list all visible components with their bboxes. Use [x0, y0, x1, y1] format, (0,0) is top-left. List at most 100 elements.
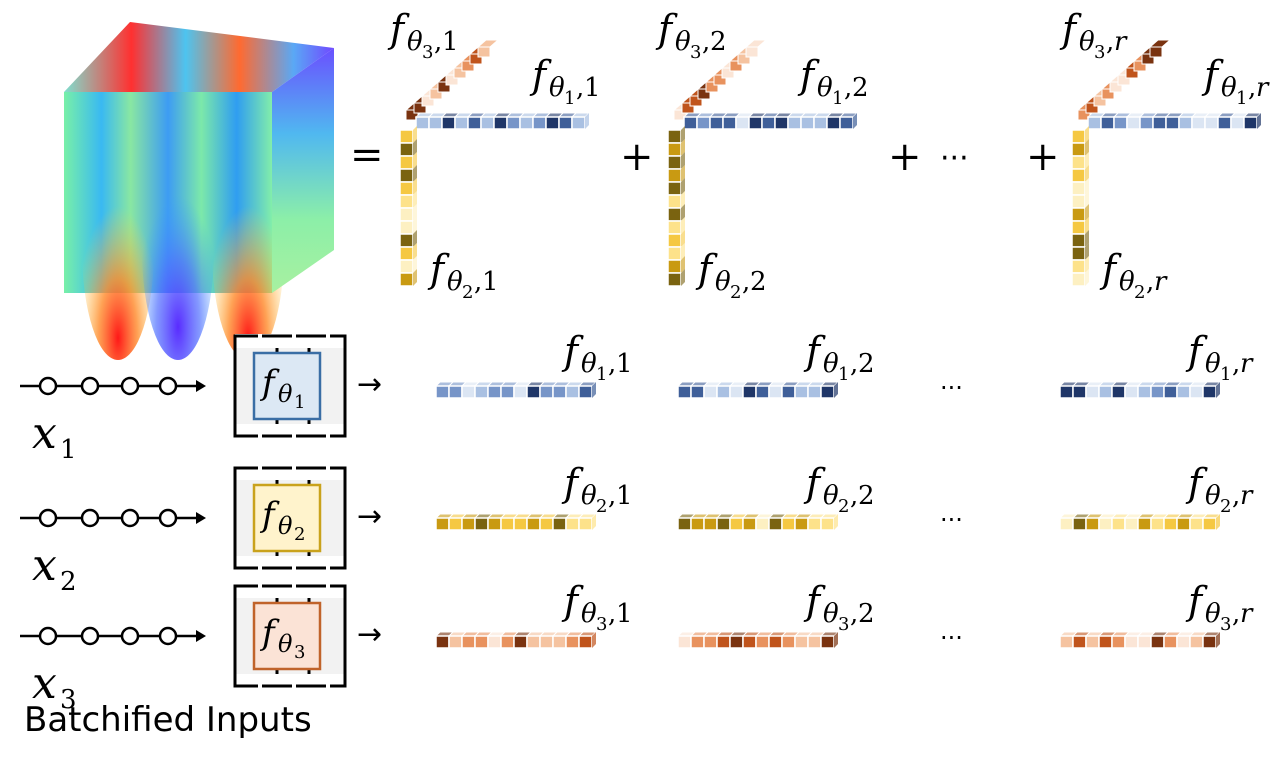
- rank-index: 2: [750, 267, 767, 297]
- rank-index: r: [1114, 27, 1128, 57]
- cell: [1137, 635, 1152, 649]
- cell: [500, 385, 515, 399]
- theta-symbol: θ: [1119, 267, 1135, 297]
- theta-symbol: θ: [581, 349, 597, 379]
- cell: [539, 635, 554, 649]
- cell: [1072, 385, 1087, 399]
- cell: [807, 635, 822, 649]
- cell: [729, 385, 744, 399]
- cell: [667, 168, 682, 183]
- theta-symbol: θ: [407, 27, 423, 57]
- cell: [1176, 385, 1191, 399]
- theta-index: 3: [690, 42, 701, 63]
- cell: [1202, 635, 1217, 649]
- cell: [487, 517, 502, 531]
- theta-symbol: θ: [817, 73, 833, 103]
- cube-side-face: [272, 48, 334, 293]
- cell: [448, 517, 463, 531]
- cell: [1178, 116, 1193, 130]
- cell: [437, 81, 451, 93]
- comma: ,: [474, 267, 482, 297]
- cell: [1071, 181, 1086, 196]
- input-node: [38, 508, 58, 528]
- cell: [435, 517, 450, 531]
- cell: [474, 635, 489, 649]
- cell: [477, 46, 491, 58]
- comma: ,: [702, 27, 710, 57]
- cell: [487, 635, 502, 649]
- cell-side: [681, 256, 685, 273]
- comma: ,: [1248, 73, 1256, 103]
- cell-side: [1085, 126, 1089, 143]
- cell: [755, 517, 770, 531]
- cell: [1059, 385, 1074, 399]
- output-vector: [1058, 513, 1222, 531]
- rank-index: r: [1256, 73, 1270, 103]
- cell: [768, 635, 783, 649]
- output-vector: [676, 513, 840, 531]
- cell: [667, 259, 682, 274]
- equals-sign: =: [350, 132, 384, 178]
- cell: [709, 116, 724, 130]
- rank-index: 1: [616, 599, 633, 629]
- rank-index: r: [1154, 267, 1168, 297]
- cell: [558, 116, 573, 130]
- cell: [461, 635, 476, 649]
- cell: [1126, 116, 1141, 130]
- rank-index: 1: [616, 481, 633, 511]
- cell-side: [413, 269, 417, 286]
- cell: [794, 385, 809, 399]
- cell: [787, 116, 802, 130]
- cell: [1071, 246, 1086, 261]
- cell: [500, 517, 515, 531]
- cell: [696, 116, 711, 130]
- cell: [1139, 116, 1154, 130]
- cell: [1059, 635, 1074, 649]
- input-node: [120, 508, 140, 528]
- cell: [1117, 74, 1131, 86]
- cell: [703, 385, 718, 399]
- comma: ,: [850, 481, 858, 511]
- cell: [578, 385, 593, 399]
- cell: [716, 517, 731, 531]
- cell-side: [413, 191, 417, 208]
- rank-index: 1: [584, 73, 601, 103]
- cell: [399, 155, 414, 170]
- plus-sign: +: [888, 134, 922, 180]
- cell: [742, 385, 757, 399]
- cell: [565, 517, 580, 531]
- rank-index: 2: [858, 349, 875, 379]
- cell: [1098, 385, 1113, 399]
- cell: [703, 517, 718, 531]
- theta-symbol: θ: [549, 73, 565, 103]
- cell: [399, 168, 414, 183]
- cell: [1150, 517, 1165, 531]
- cell: [667, 155, 682, 170]
- cell: [399, 259, 414, 274]
- cell: [565, 385, 580, 399]
- cell: [755, 635, 770, 649]
- cell: [513, 517, 528, 531]
- network-function-box: [252, 483, 322, 553]
- cell: [429, 88, 443, 100]
- cell: [421, 95, 435, 107]
- cell: [729, 60, 743, 72]
- cell: [399, 272, 414, 287]
- cell-side: [413, 152, 417, 169]
- cell: [748, 116, 763, 130]
- cell-side: [681, 152, 685, 169]
- cell: [768, 517, 783, 531]
- cell: [1149, 46, 1163, 58]
- cell: [677, 385, 692, 399]
- cell: [1101, 88, 1115, 100]
- cell: [1124, 635, 1139, 649]
- cell: [705, 81, 719, 93]
